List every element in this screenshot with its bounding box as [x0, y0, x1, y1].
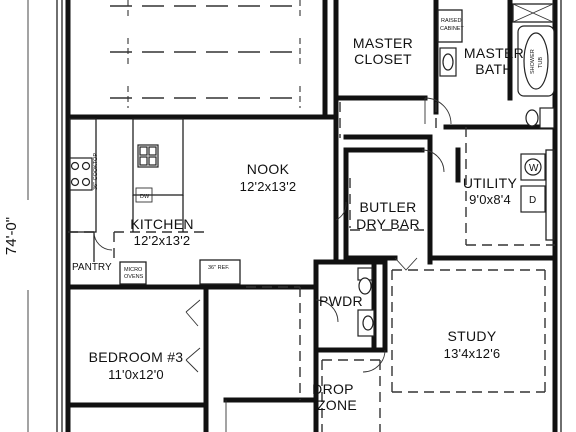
bedroom3-size: 11'0x12'0	[108, 367, 164, 382]
overall-dimension-label: 74'-0"	[3, 217, 20, 255]
master-closet-label-2: CLOSET	[354, 51, 412, 67]
soffit-lines	[68, 102, 555, 432]
nook-size: 12'2x13'2	[240, 179, 297, 194]
pwdr-label: PWDR	[319, 293, 363, 309]
dryer-icon	[520, 185, 546, 213]
kitchen-size: 12'2x13'2	[134, 233, 191, 248]
svg-text:CABINET: CABINET	[440, 26, 464, 32]
kitchen-casework: DW 36" COOKTOP MICRO OVENS 36" REF.	[69, 118, 241, 285]
svg-text:36" REF.: 36" REF.	[208, 265, 230, 271]
toilet-icon	[539, 107, 555, 129]
dry-bar-label: DRY BAR	[356, 216, 420, 232]
room-labels: MASTER CLOSET MASTER BATH NOOK 12'2x13'2…	[72, 35, 524, 413]
bedroom3-label: BEDROOM #3	[89, 349, 184, 365]
svg-text:OVENS: OVENS	[124, 274, 144, 280]
study-size: 13'4x12'6	[444, 346, 501, 361]
svg-text:36" COOKTOP: 36" COOKTOP	[93, 153, 99, 190]
butler-label: BUTLER	[359, 199, 416, 215]
cooktop-icon: 36" COOKTOP	[69, 153, 99, 191]
study-label: STUDY	[448, 328, 497, 344]
nook-label: NOOK	[247, 161, 290, 177]
doors	[185, 97, 452, 432]
master-closet-label: MASTER	[353, 35, 413, 51]
svg-text:SHOWER: SHOWER	[530, 49, 536, 74]
overall-dimension-line: 74'-0"	[3, 0, 29, 432]
master-bath-fixtures: RAISED CABINET SHOWER TUB	[437, 3, 555, 129]
shower-icon	[512, 3, 554, 23]
master-bath-label-2: BATH	[475, 61, 513, 77]
pantry-label: PANTRY	[72, 262, 112, 273]
drop-zone-label: DROP	[312, 381, 354, 397]
svg-text:MICRO: MICRO	[124, 267, 143, 273]
utility-label: UTILITY	[463, 175, 518, 191]
svg-text:D: D	[529, 195, 536, 206]
powder-fixtures	[357, 267, 375, 337]
master-bath-label: MASTER	[464, 45, 524, 61]
svg-text:TUB: TUB	[538, 57, 544, 68]
porch-beams	[110, 0, 301, 108]
utility-fixtures: W D	[520, 149, 555, 241]
exterior-wall-left	[56, 0, 71, 432]
svg-text:RAISED: RAISED	[441, 18, 462, 24]
svg-text:W: W	[529, 163, 539, 174]
svg-text:DW: DW	[140, 194, 150, 200]
kitchen-label: KITCHEN	[130, 216, 194, 232]
utility-size: 9'0x8'4	[469, 192, 511, 207]
drop-zone-label-2: ZONE	[317, 397, 357, 413]
walls	[65, 0, 562, 432]
